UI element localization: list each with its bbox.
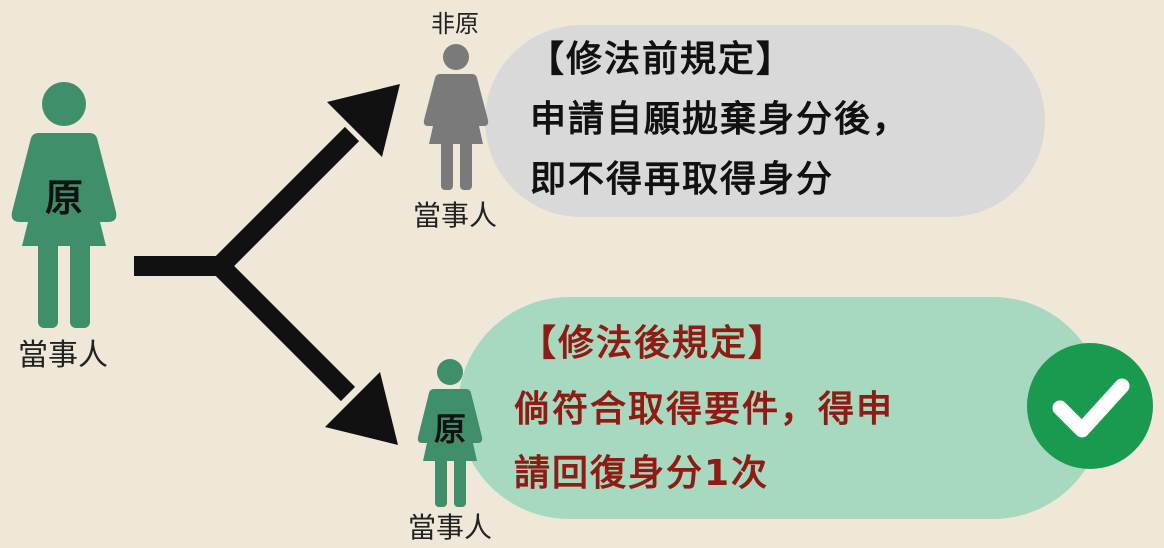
check-circle-icon — [1027, 343, 1153, 469]
arrow-head-down — [325, 372, 398, 445]
branch-arrow — [134, 126, 360, 402]
original-person-after-figure — [417, 359, 483, 507]
before-rule-line-1: 申請自願拋棄身分後， — [530, 99, 911, 140]
after-rule-line-1: 倘符合取得要件，得申 — [514, 389, 895, 430]
original-person-badge: 原 — [44, 176, 83, 220]
non-original-person-caption: 當事人 — [413, 199, 498, 232]
original-person-after-badge: 原 — [433, 410, 466, 448]
after-rule-line-2: 請回復身分1次 — [514, 453, 770, 494]
original-person-after-caption: 當事人 — [408, 511, 493, 544]
before-rule-line-2: 即不得再取得身分 — [530, 159, 835, 200]
before-rule-bubble — [485, 25, 1045, 217]
non-original-label: 非原 — [431, 10, 479, 38]
after-rule-bubble — [458, 297, 1104, 519]
before-rule-title: 【修法前規定】 — [528, 39, 795, 80]
arrow-head-up — [327, 84, 400, 157]
non-original-person-figure — [423, 44, 489, 190]
original-person-figure — [11, 82, 117, 328]
after-rule-title: 【修法後規定】 — [520, 323, 787, 364]
original-person-caption: 當事人 — [18, 338, 108, 373]
